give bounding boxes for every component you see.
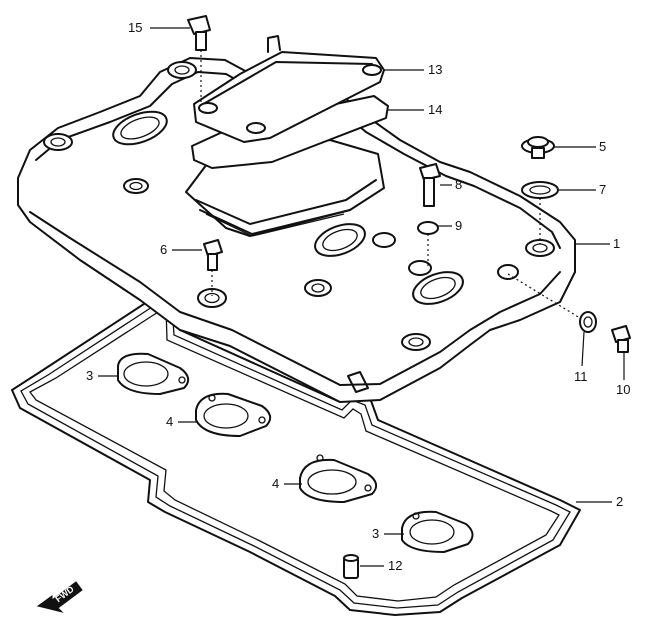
callout-9: 9 — [455, 218, 463, 233]
callout-5: 5 — [599, 139, 607, 154]
callout-1: 1 — [613, 236, 621, 251]
forward-direction-arrow: FWD — [36, 581, 83, 613]
callout-10: 10 — [616, 382, 631, 397]
bolt-6 — [203, 239, 223, 296]
callout-12: 12 — [388, 558, 403, 573]
plug-seal-4-upper — [195, 392, 272, 437]
bolt-8 — [419, 163, 441, 207]
callout-14: 14 — [428, 102, 443, 117]
dowel-pin-12 — [343, 554, 359, 579]
callout-3-upper: 3 — [86, 368, 94, 383]
plug-seal-3-lower — [401, 510, 474, 553]
washer-9 — [417, 221, 439, 235]
breather-cover-plate — [193, 51, 385, 143]
callout-8: 8 — [455, 177, 463, 192]
callout-4-lower: 4 — [272, 476, 280, 491]
callout-2: 2 — [616, 494, 624, 509]
callout-13: 13 — [428, 62, 443, 77]
plug-seal-4-lower — [299, 454, 378, 503]
bolt-15 — [187, 15, 211, 104]
callout-11: 11 — [574, 369, 588, 384]
callout-15: 15 — [128, 20, 143, 35]
callout-3-lower: 3 — [372, 526, 380, 541]
plug-seal-3-upper — [117, 352, 190, 395]
callout-7: 7 — [599, 182, 607, 197]
callout-4-upper: 4 — [166, 414, 174, 429]
seal-washer-7 — [521, 181, 559, 199]
bolt-5 — [521, 136, 555, 159]
callout-6: 6 — [160, 242, 168, 257]
cylinder-head-cover — [17, 35, 576, 403]
plug-10 — [611, 325, 631, 353]
seal-11 — [579, 311, 597, 333]
